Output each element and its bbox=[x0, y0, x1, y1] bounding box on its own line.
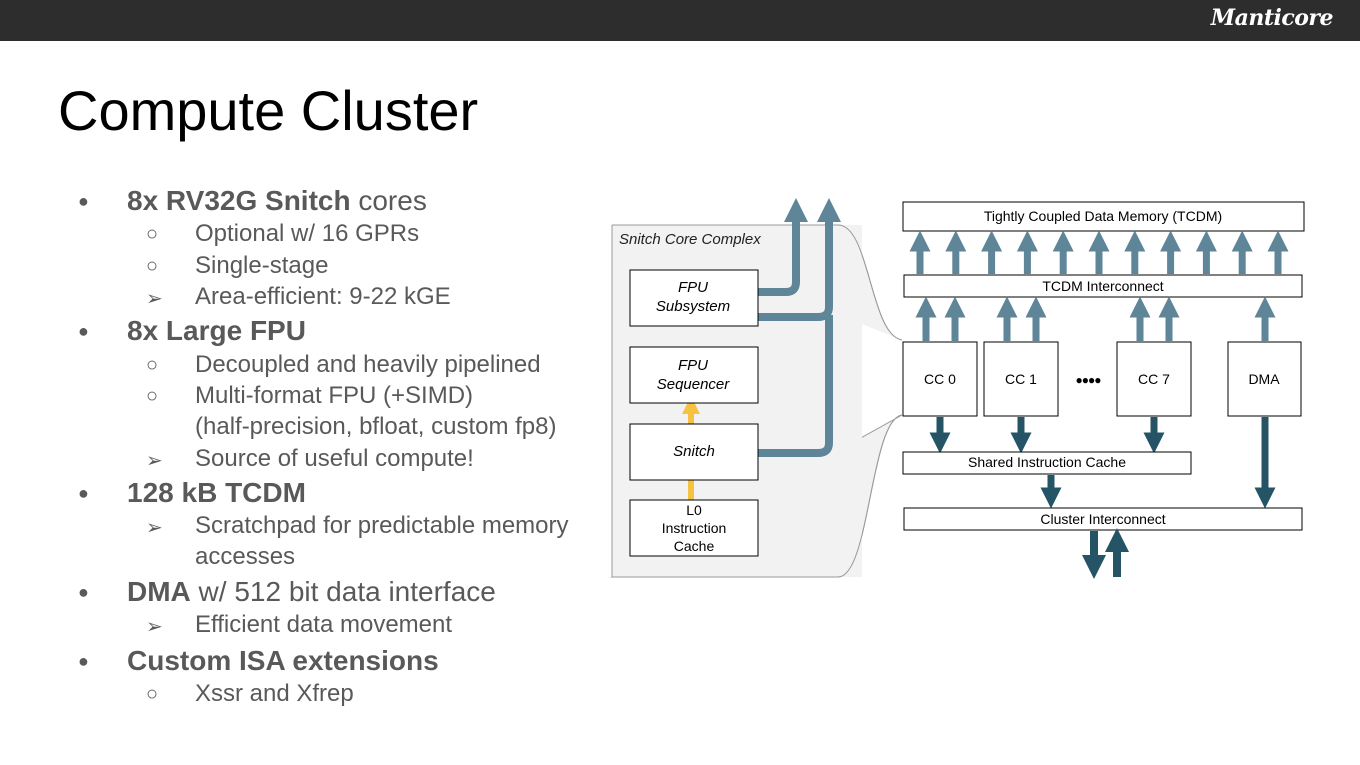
sub-bullet-item: Decoupled and heavily pipelined bbox=[195, 351, 541, 379]
cc1-box: CC 1 bbox=[983, 341, 1059, 417]
slide-title: Compute Cluster bbox=[58, 79, 479, 142]
bullet-marker: ➢ bbox=[146, 517, 163, 539]
bullet-marker: ● bbox=[78, 191, 89, 211]
cluster-interconnect-box: Cluster Interconnect bbox=[903, 507, 1303, 531]
bullet-bold-text: 8x RV32G Snitch bbox=[127, 185, 351, 216]
svg-text:L0: L0 bbox=[686, 502, 702, 518]
bullet-text: Xssr and Xfrep bbox=[195, 680, 354, 707]
sub-bullet-item: Single-stage bbox=[195, 252, 328, 280]
brand-logo: Manticore bbox=[1210, 5, 1334, 31]
bullet-text: (half-precision, bfloat, custom fp8) bbox=[195, 413, 557, 440]
svg-text:Snitch: Snitch bbox=[673, 443, 715, 460]
cc0-box: CC 0 bbox=[902, 341, 978, 417]
bullet-bold-text: Custom ISA extensions bbox=[127, 645, 439, 676]
sub-bullet-item: Efficient data movement bbox=[195, 611, 452, 639]
bullet-item: 8x Large FPU bbox=[127, 315, 306, 347]
svg-text:Tightly Coupled Data Memory (T: Tightly Coupled Data Memory (TCDM) bbox=[984, 208, 1222, 224]
bullet-marker: ○ bbox=[146, 255, 159, 277]
snitch-box: Snitch bbox=[629, 423, 759, 481]
bullet-list: ● 8x RV32G Snitch cores ○ Optional w/ 16 GP… bbox=[0, 0, 600, 765]
bullet-marker: ○ bbox=[146, 683, 159, 705]
svg-text:Subsystem: Subsystem bbox=[656, 298, 730, 315]
cluster-diagram: Snitch Core Complex FPU Subsystem FPU Se… bbox=[610, 198, 1305, 579]
shared-icache-box: Shared Instruction Cache bbox=[902, 451, 1192, 475]
svg-text:Sequencer: Sequencer bbox=[657, 376, 731, 393]
bullet-text: Decoupled and heavily pipelined bbox=[195, 351, 541, 378]
sub-bullet-item: Optional w/ 16 GPRs bbox=[195, 220, 419, 248]
snitch-output-arrow bbox=[758, 198, 841, 321]
sub-bullet-item: Area-efficient: 9-22 kGE bbox=[195, 283, 451, 311]
sub-bullet-item: Scratchpad for predictable memory bbox=[195, 512, 569, 540]
external-io-arrow-group bbox=[1082, 528, 1129, 579]
fpu-subsystem-box: FPU Subsystem bbox=[629, 269, 759, 327]
bullet-text: Scratchpad for predictable memory bbox=[195, 512, 569, 539]
bullet-marker: ➢ bbox=[146, 450, 163, 472]
bullet-item: 128 kB TCDM bbox=[127, 477, 306, 509]
bullet-marker: ● bbox=[78, 483, 89, 503]
bullet-item: Custom ISA extensions bbox=[127, 645, 439, 677]
bullet-marker: ➢ bbox=[146, 288, 163, 310]
svg-text:FPU: FPU bbox=[678, 357, 708, 374]
bullet-text: cores bbox=[350, 185, 427, 216]
l0-cache-box: L0 Instruction Cache bbox=[629, 499, 759, 557]
svg-text:CC 0: CC 0 bbox=[924, 371, 956, 387]
svg-text:Cluster Interconnect: Cluster Interconnect bbox=[1040, 511, 1165, 527]
svg-text:CC 7: CC 7 bbox=[1138, 371, 1170, 387]
bullet-bold-text: 8x Large FPU bbox=[127, 315, 306, 346]
bullet-marker: ○ bbox=[146, 223, 159, 245]
bullet-item: 8x RV32G Snitch cores bbox=[127, 185, 427, 217]
svg-text:Instruction: Instruction bbox=[662, 520, 727, 536]
bullet-text: w/ 512 bit data interface bbox=[190, 576, 496, 607]
bullet-text: Efficient data movement bbox=[195, 611, 453, 638]
snitch-to-bus-arrow bbox=[758, 315, 833, 457]
top-bar: Manticore bbox=[0, 0, 1360, 41]
bullet-bold-text: 128 kB TCDM bbox=[127, 477, 306, 508]
bullet-text: Source of useful compute! bbox=[195, 445, 474, 472]
sub-bullet-item: accesses bbox=[195, 543, 295, 571]
svg-text:Shared Instruction Cache: Shared Instruction Cache bbox=[968, 454, 1126, 470]
cc7-box: CC 7 bbox=[1116, 341, 1192, 417]
dma-box: DMA bbox=[1227, 341, 1302, 417]
bullet-bold-text: DMA bbox=[127, 576, 191, 607]
sub-bullet-item: Source of useful compute! bbox=[195, 445, 474, 473]
tcdm-arrow-group bbox=[909, 230, 1289, 274]
fpu-sequencer-box: FPU Sequencer bbox=[629, 346, 759, 404]
bullet-marker: ➢ bbox=[146, 616, 163, 638]
svg-text:Cache: Cache bbox=[674, 538, 715, 554]
core-to-icache-arrow-group bbox=[929, 417, 1165, 454]
bullet-text: accesses bbox=[195, 543, 296, 570]
bullet-item: DMA w/ 512 bit data interface bbox=[127, 576, 496, 608]
bullet-text: Multi-format FPU (+SIMD) bbox=[195, 382, 474, 409]
sub-bullet-item: Multi-format FPU (+SIMD) bbox=[195, 382, 473, 410]
tcdm-box: Tightly Coupled Data Memory (TCDM) bbox=[902, 201, 1305, 232]
svg-text:CC 1: CC 1 bbox=[1005, 371, 1037, 387]
bullet-text: Optional w/ 16 GPRs bbox=[195, 220, 420, 247]
svg-text:TCDM Interconnect: TCDM Interconnect bbox=[1042, 278, 1163, 294]
core-ellipsis: ●●●● bbox=[1076, 373, 1102, 387]
fpu-output-arrow bbox=[758, 198, 808, 296]
tcdm-interconnect-box: TCDM Interconnect bbox=[903, 274, 1303, 298]
sub-bullet-item: Xssr and Xfrep bbox=[195, 680, 354, 708]
bullet-marker: ● bbox=[78, 321, 89, 341]
bullet-marker: ● bbox=[78, 582, 89, 602]
bullet-text: Area-efficient: 9-22 kGE bbox=[195, 283, 451, 310]
svg-text:FPU: FPU bbox=[678, 279, 708, 296]
sub-bullet-item: (half-precision, bfloat, custom fp8) bbox=[195, 413, 557, 441]
bullet-text: Single-stage bbox=[195, 252, 329, 279]
bullet-marker: ○ bbox=[146, 385, 159, 407]
svg-text:DMA: DMA bbox=[1248, 371, 1280, 387]
bullet-marker: ● bbox=[78, 651, 89, 671]
core-to-tcdm-arrow-group bbox=[915, 296, 1276, 341]
bullet-marker: ○ bbox=[146, 354, 159, 376]
core-complex-label: Snitch Core Complex bbox=[619, 231, 761, 248]
